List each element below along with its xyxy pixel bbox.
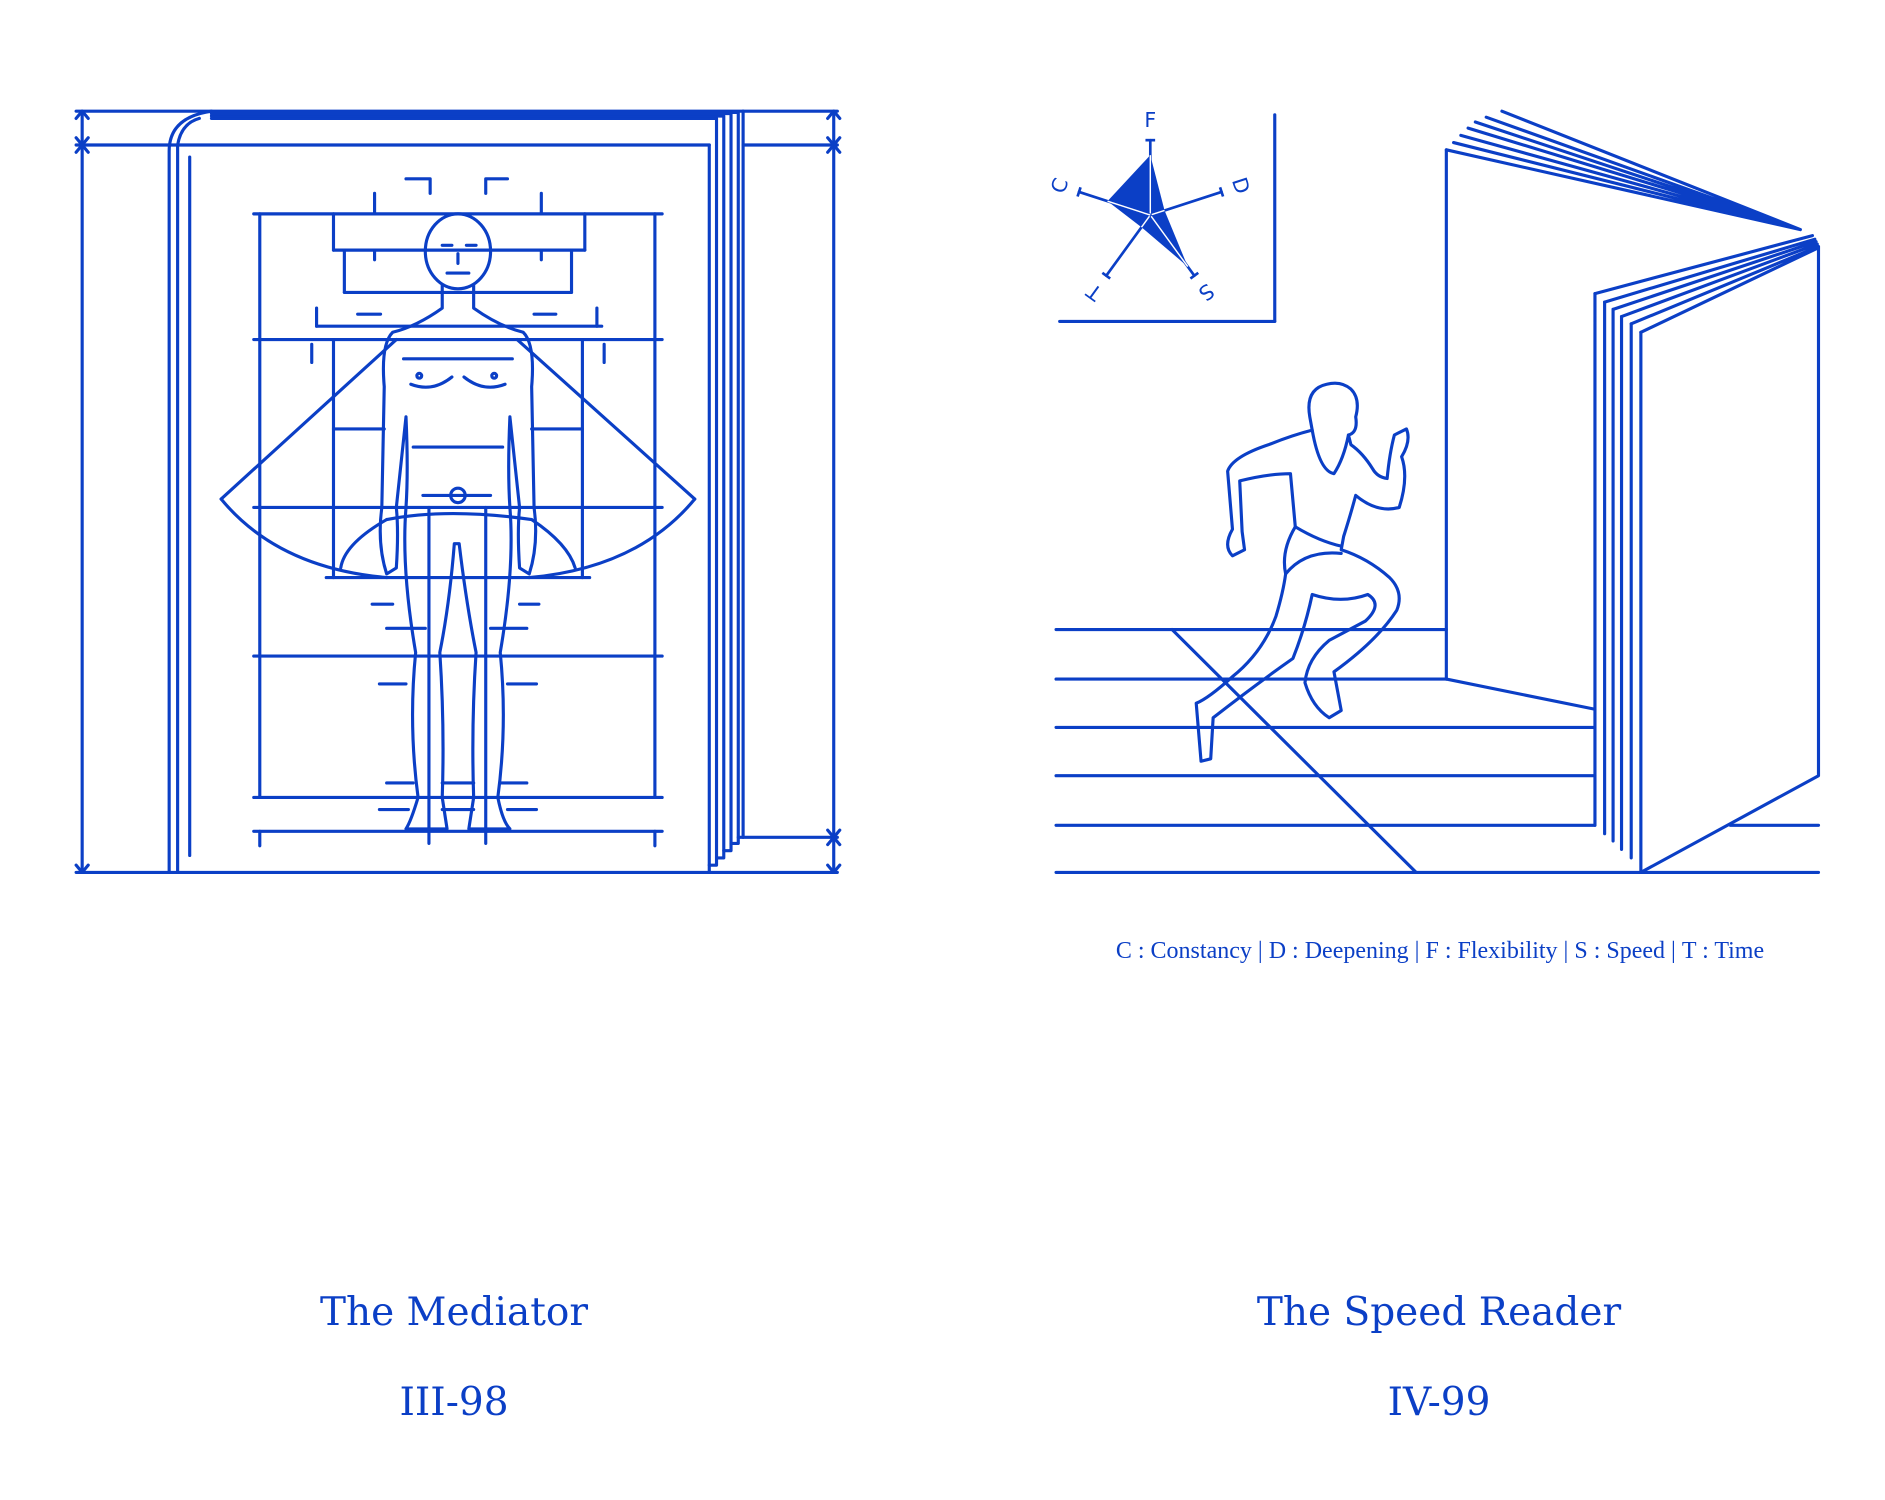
legend-label: Flexibility <box>1457 938 1558 964</box>
radar-axis-tick <box>1076 186 1082 197</box>
radar-axis-tick <box>1189 271 1200 280</box>
legend-colon: : <box>1438 938 1458 964</box>
radar-separator <box>1140 214 1151 228</box>
legend-label: Constancy <box>1150 938 1252 964</box>
legend-colon: : <box>1286 938 1305 964</box>
radar-separator <box>1149 214 1189 268</box>
radar-legend: C : Constancy|D : Deepening|F : Flexibil… <box>1040 938 1840 965</box>
book-outline <box>74 109 842 874</box>
left-title: The Mediator <box>319 1290 589 1335</box>
speed-reader-illustration: F D S T C <box>1046 108 1821 874</box>
radar-label-T: T <box>1082 278 1107 306</box>
legend-colon: : <box>1131 938 1151 964</box>
left-code: III-98 <box>399 1380 509 1425</box>
legend-colon: : <box>1587 938 1607 964</box>
radar-label-D: D <box>1227 174 1255 196</box>
legend-separator: | <box>1563 938 1569 964</box>
legend-key: D <box>1268 938 1287 964</box>
legend-label: Deepening <box>1304 938 1409 964</box>
legend-label: Speed <box>1606 938 1666 964</box>
radar-area-segment <box>1107 155 1151 216</box>
legend-key: F <box>1425 938 1439 964</box>
legend-separator: | <box>1414 938 1420 964</box>
radar-label-S: S <box>1194 279 1219 306</box>
radar-separator <box>1150 209 1165 216</box>
legend-colon: : <box>1696 938 1715 964</box>
legend-key: C <box>1115 938 1132 964</box>
runner-figure <box>1194 381 1410 763</box>
track-lines <box>1054 627 1821 874</box>
radar-axis-tick <box>1101 271 1111 280</box>
radar-separator <box>1107 200 1151 216</box>
radar-chart: F D S T C <box>1046 108 1277 323</box>
radar-axis-tick <box>1218 186 1225 197</box>
radar-area-segment <box>1150 155 1165 216</box>
legend-key: T <box>1681 938 1697 964</box>
radar-area-segment <box>1141 215 1188 267</box>
legend-separator: | <box>1671 938 1676 964</box>
radar-label-F: F <box>1144 108 1156 132</box>
open-book <box>1444 109 1821 874</box>
legend-separator: | <box>1257 938 1263 964</box>
legend-label: Time <box>1714 938 1765 964</box>
legend-key: S <box>1574 938 1588 964</box>
right-title: The Speed Reader <box>1256 1290 1622 1335</box>
radar-label-C: C <box>1046 175 1073 196</box>
human-figure <box>378 212 538 831</box>
measurement-grid <box>219 177 697 848</box>
right-code: IV-99 <box>1387 1380 1491 1425</box>
radar-area-segment <box>1107 201 1151 228</box>
mediator-illustration <box>74 109 842 874</box>
